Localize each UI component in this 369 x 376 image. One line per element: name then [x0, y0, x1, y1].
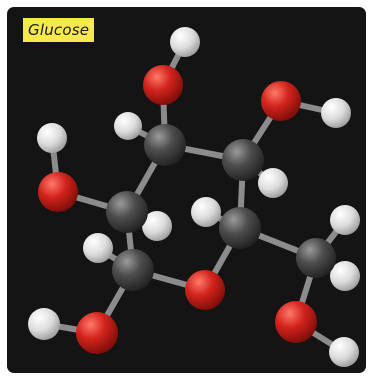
hydrogen-atoms — [28, 27, 360, 367]
carbon-atom — [106, 191, 148, 233]
hydrogen-atom — [191, 197, 221, 227]
hydrogen-atom — [258, 168, 288, 198]
oxygen-atom — [143, 65, 183, 105]
carbon-atom — [222, 139, 264, 181]
hydrogen-atom — [142, 211, 172, 241]
oxygen-atoms — [38, 65, 317, 354]
hydrogen-atom — [330, 261, 360, 291]
carbon-atom — [296, 238, 336, 278]
hydrogen-atom — [170, 27, 200, 57]
oxygen-atom — [76, 312, 118, 354]
oxygen-atom — [261, 81, 301, 121]
hydrogen-atom — [114, 112, 142, 140]
ring-oxygen-atom — [185, 270, 225, 310]
carbon-atoms — [106, 124, 336, 291]
hydrogen-atom — [83, 233, 113, 263]
carbon-atom — [219, 207, 261, 249]
molecule-name-label: Glucose — [23, 18, 95, 42]
carbon-atom — [112, 249, 154, 291]
hydrogen-atom — [28, 308, 60, 340]
carbon-atom — [144, 124, 186, 166]
hydrogen-atom — [329, 337, 359, 367]
hydrogen-atom — [321, 98, 351, 128]
hydrogen-atom — [37, 123, 67, 153]
hydrogen-atom — [330, 205, 360, 235]
oxygen-atom — [38, 172, 78, 212]
oxygen-atom — [275, 301, 317, 343]
